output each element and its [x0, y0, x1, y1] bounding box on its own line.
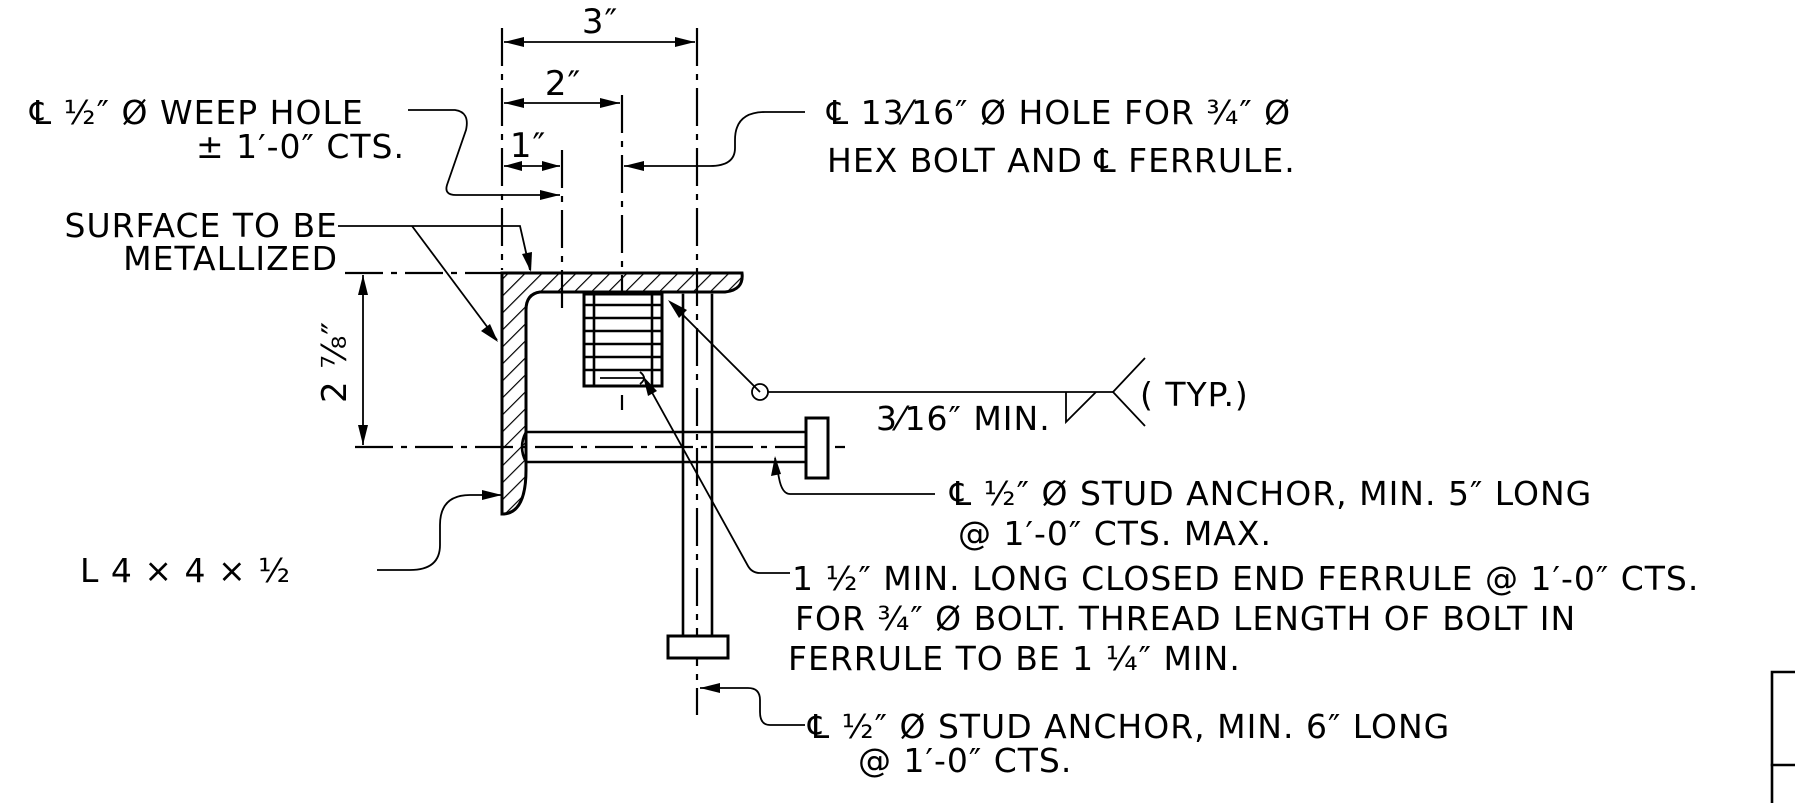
- stud-anchor-5in: [520, 416, 830, 480]
- leader-weld: [669, 301, 761, 393]
- ferrule: [582, 292, 664, 388]
- stud-6in-line2: @ 1′-0″ CTS.: [858, 741, 1072, 780]
- stud-head-6in: [666, 634, 730, 660]
- weep-hole-line1: ℄ ½″ Ø WEEP HOLE: [29, 93, 364, 132]
- stud-5in-line1: ℄ ½″ Ø STUD ANCHOR, MIN. 5″ LONG: [949, 474, 1592, 513]
- arrow-head: [542, 161, 560, 171]
- stud-6in-line1: ℄ ½″ Ø STUD ANCHOR, MIN. 6″ LONG: [807, 707, 1450, 746]
- arrow-head: [358, 425, 368, 445]
- leader-lines: [338, 109, 1146, 726]
- stud-5in-line2: @ 1′-0″ CTS. MAX.: [958, 514, 1272, 553]
- leader-weep-hole: [408, 109, 560, 196]
- arrow-head: [358, 275, 368, 295]
- arrow-head: [675, 37, 695, 47]
- arrow-head: [504, 161, 522, 171]
- hex-hole-line2: HEX BOLT AND ℄ FERRULE.: [827, 141, 1296, 180]
- weld-size-label: 3⁄16″ MIN.: [876, 399, 1051, 438]
- stud-anchor-6in: [666, 293, 730, 660]
- arrow-head: [504, 98, 524, 108]
- stud-head-5in: [804, 416, 830, 480]
- leader-surface-2: [411, 225, 498, 341]
- ferrule-body: [582, 292, 664, 388]
- dim-2-7-8-label: 2 ⅞″: [315, 321, 355, 403]
- leader-angle: [377, 494, 502, 571]
- ferrule-line2: FOR ¾″ Ø BOLT. THREAD LENGTH OF BOLT IN: [795, 599, 1576, 638]
- weld-tail: [1111, 357, 1146, 427]
- leader-stud-5in: [774, 457, 935, 495]
- arrow-head: [600, 98, 620, 108]
- weep-hole-line2: ± 1′-0″ CTS.: [196, 127, 405, 166]
- leader-hex-hole: [624, 111, 805, 167]
- dim-2in-label: 2″: [545, 64, 581, 104]
- ferrule-line3: FERRULE TO BE 1 ¼″ MIN.: [788, 639, 1241, 678]
- surface-line1: SURFACE TO BE: [65, 206, 338, 245]
- surface-line2: METALLIZED: [123, 239, 338, 278]
- hex-hole-line1: ℄ 13⁄16″ Ø HOLE FOR ¾″ Ø: [826, 93, 1291, 132]
- leader-stud-6in: [700, 687, 805, 726]
- ferrule-line1: 1 ½″ MIN. LONG CLOSED END FERRULE @ 1′-0…: [792, 559, 1699, 598]
- stud-weld: [520, 430, 528, 464]
- angle-size-label: L 4 × 4 × ½: [80, 551, 291, 590]
- leader-ferrule: [643, 377, 790, 574]
- angle-section: [500, 271, 744, 516]
- weld-typ-label: ( TYP.): [1140, 375, 1249, 414]
- title-block-corner: [1770, 670, 1795, 803]
- fillet-weld-symbol: [1065, 391, 1097, 425]
- callout-text: ℄ ½″ Ø WEEP HOLE ± 1′-0″ CTS. ℄ 13⁄16″ Ø…: [29, 93, 1699, 780]
- dimension-lines: 3″ 2″ 1″ 2 ⅞″: [315, 2, 845, 715]
- dim-1in-label: 1″: [510, 126, 546, 166]
- dim-3in-label: 3″: [582, 2, 618, 42]
- arrow-head: [504, 37, 524, 47]
- angle-steel-section: [500, 271, 744, 516]
